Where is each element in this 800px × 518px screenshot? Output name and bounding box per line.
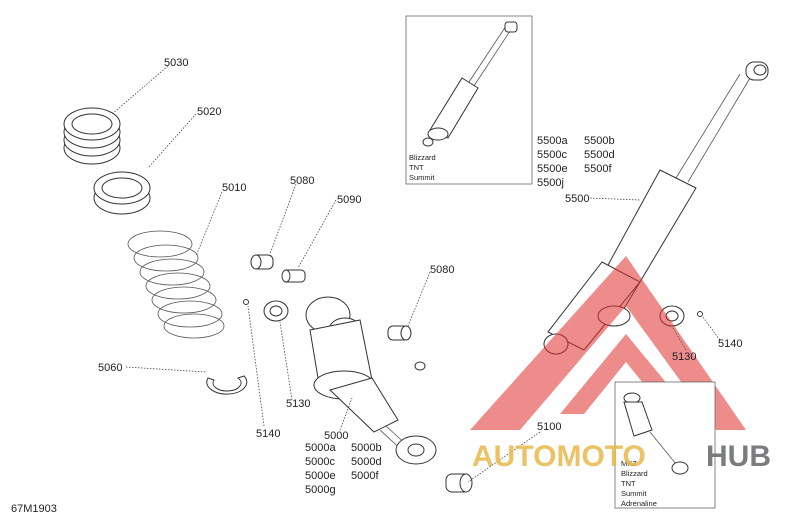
variant-5500d: 5500d <box>584 149 615 161</box>
inset-top: Blizzard TNT Summit <box>405 15 533 185</box>
label-5140-right: 5140 <box>718 338 742 350</box>
label-5080-left: 5080 <box>290 175 314 187</box>
model-summit: Summit <box>621 489 647 498</box>
variant-5500c: 5500c <box>537 149 567 161</box>
inset-bottom-models: MXZ Blizzard TNT Summit Adrenaline <box>621 459 657 508</box>
variant-5000f: 5000f <box>351 470 379 482</box>
model-tnt: TNT <box>409 163 424 172</box>
model-summit: Summit <box>409 173 435 182</box>
part-5060-clip <box>206 375 248 395</box>
part-5140-right <box>697 311 703 317</box>
variant-5000c: 5000c <box>305 456 335 468</box>
variant-5000a: 5000a <box>305 442 336 454</box>
label-5500: 5500 <box>565 193 589 205</box>
watermark-hub-text: HUB <box>706 440 771 473</box>
variant-5000b: 5000b <box>351 442 382 454</box>
part-5000-shock <box>305 296 437 465</box>
part-5080-bushing-left <box>250 254 274 270</box>
part-5020-ring <box>93 171 151 215</box>
variants-5500: 5500a 5500b 5500c 5500d 5500e 5500f 5500… <box>537 135 615 189</box>
inset-top-shock <box>422 21 518 147</box>
part-5010-spring <box>127 230 225 339</box>
variant-5500f: 5500f <box>584 163 612 175</box>
watermark-wordmark: AUTOMOTO HUB <box>472 440 771 473</box>
label-5130-right: 5130 <box>672 351 696 363</box>
variant-5500b: 5500b <box>584 135 615 147</box>
variant-5500a: 5500a <box>537 135 568 147</box>
label-5140-left: 5140 <box>256 428 280 440</box>
model-tnt: TNT <box>621 479 636 488</box>
label-5080-right: 5080 <box>430 264 454 276</box>
label-5010: 5010 <box>222 182 246 194</box>
label-5060: 5060 <box>98 362 122 374</box>
inset-bottom-shock <box>623 392 689 475</box>
label-5100: 5100 <box>537 421 561 433</box>
model-mxz: MXZ <box>621 459 637 468</box>
variant-5000d: 5000d <box>351 456 382 468</box>
model-blizzard: Blizzard <box>621 469 648 478</box>
diagram-reference: 67M1903 <box>11 503 57 515</box>
variant-5000g: 5000g <box>305 484 336 496</box>
label-5020: 5020 <box>197 106 221 118</box>
leader-lines <box>111 65 721 483</box>
variants-5000: 5000a 5000b 5000c 5000d 5000e 5000f 5000… <box>305 442 382 496</box>
watermark-auto-text: AUTOMOTO <box>472 440 646 473</box>
part-5030-collar <box>63 107 121 165</box>
inset-top-models: Blizzard TNT Summit <box>409 153 436 182</box>
variant-5000e: 5000e <box>305 470 336 482</box>
model-blizzard: Blizzard <box>409 153 436 162</box>
label-5000: 5000 <box>324 430 348 442</box>
label-5090: 5090 <box>337 194 361 206</box>
part-5090-sleeve <box>281 269 306 283</box>
part-5140-left <box>243 299 249 305</box>
inset-bottom: MXZ Blizzard TNT Summit Adrenaline <box>614 381 716 509</box>
model-adrenaline: Adrenaline <box>621 499 657 508</box>
part-5130-left <box>263 300 289 322</box>
variant-5500e: 5500e <box>537 163 568 175</box>
label-5030: 5030 <box>164 57 188 69</box>
label-5130-left: 5130 <box>286 398 310 410</box>
part-5100-bushing <box>445 473 473 493</box>
variant-5500j: 5500j <box>537 177 564 189</box>
part-5080-bushing-right <box>387 325 412 341</box>
